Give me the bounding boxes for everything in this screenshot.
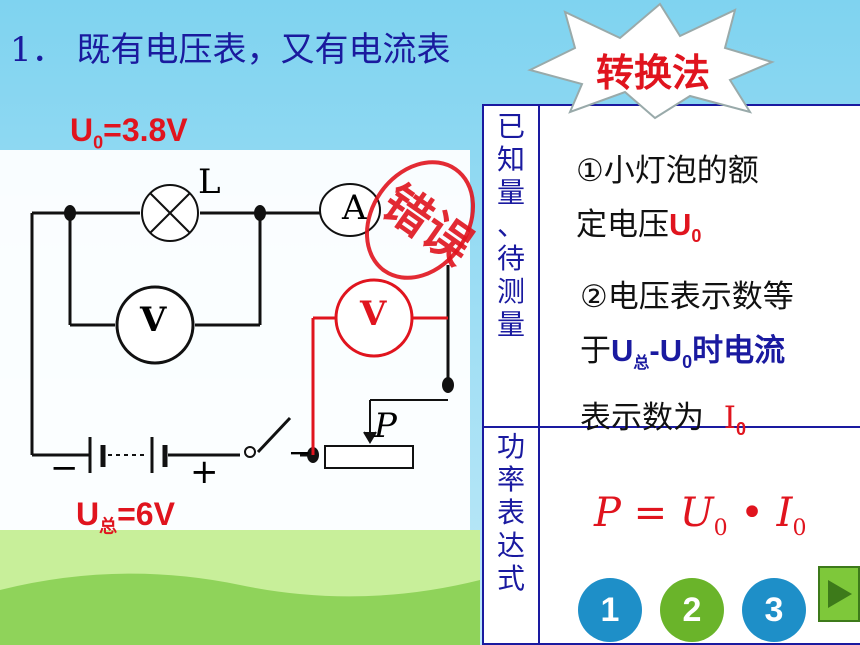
slide-title: 1． 既有电压表，又有电流表	[10, 30, 451, 70]
known-item-2: ②电压表示数等 于U总-U0时电流 表示数为 I0	[580, 279, 794, 440]
star-label: 转换法	[596, 51, 711, 95]
voltmeter-1	[115, 285, 195, 365]
ammeter	[319, 183, 381, 237]
play-icon	[828, 580, 852, 608]
lamp-label: L	[198, 162, 221, 202]
power-formula: P = U0 • I0	[594, 490, 807, 541]
battery	[88, 437, 168, 473]
nav-button-2[interactable]: 2	[660, 578, 724, 642]
utotal-label: U总=6V	[76, 496, 175, 537]
voltmeter-2-label: V	[360, 294, 387, 334]
voltmeter-1-label: V	[140, 300, 167, 340]
star-burst	[527, 2, 775, 120]
rheostat-label: P	[374, 406, 397, 446]
red-wires	[311, 316, 448, 455]
black-wires	[30, 211, 450, 457]
next-button[interactable]	[818, 566, 860, 622]
rheostat-slider	[363, 399, 448, 444]
table-header-power-expression: 功 率 表 达 式	[484, 428, 540, 645]
voltmeter-2	[334, 278, 414, 358]
lamp	[141, 184, 199, 242]
table-header-known-quantities: 已 知 量 、 待 测 量	[484, 106, 540, 428]
nav-button-1[interactable]: 1	[578, 578, 642, 642]
ammeter-label: A	[342, 188, 367, 228]
u0-label: U0=3.8V	[70, 112, 188, 153]
info-table: 已 知 量 、 待 测 量 功 率 表 达 式 ①小灯泡的额 定电压U0 ②电压…	[482, 104, 860, 645]
rheostat-minus: −	[288, 436, 312, 469]
switch-contact	[244, 446, 256, 458]
rheostat	[324, 445, 414, 469]
table-divider	[484, 426, 860, 428]
battery-plus: +	[190, 452, 219, 492]
battery-minus: −	[50, 448, 79, 488]
known-item-1: ①小灯泡的额 定电压U0	[576, 153, 759, 247]
nav-button-3[interactable]: 3	[742, 578, 806, 642]
junctions	[64, 205, 454, 463]
circuit-diagram	[30, 160, 476, 473]
error-stamp	[364, 160, 476, 280]
